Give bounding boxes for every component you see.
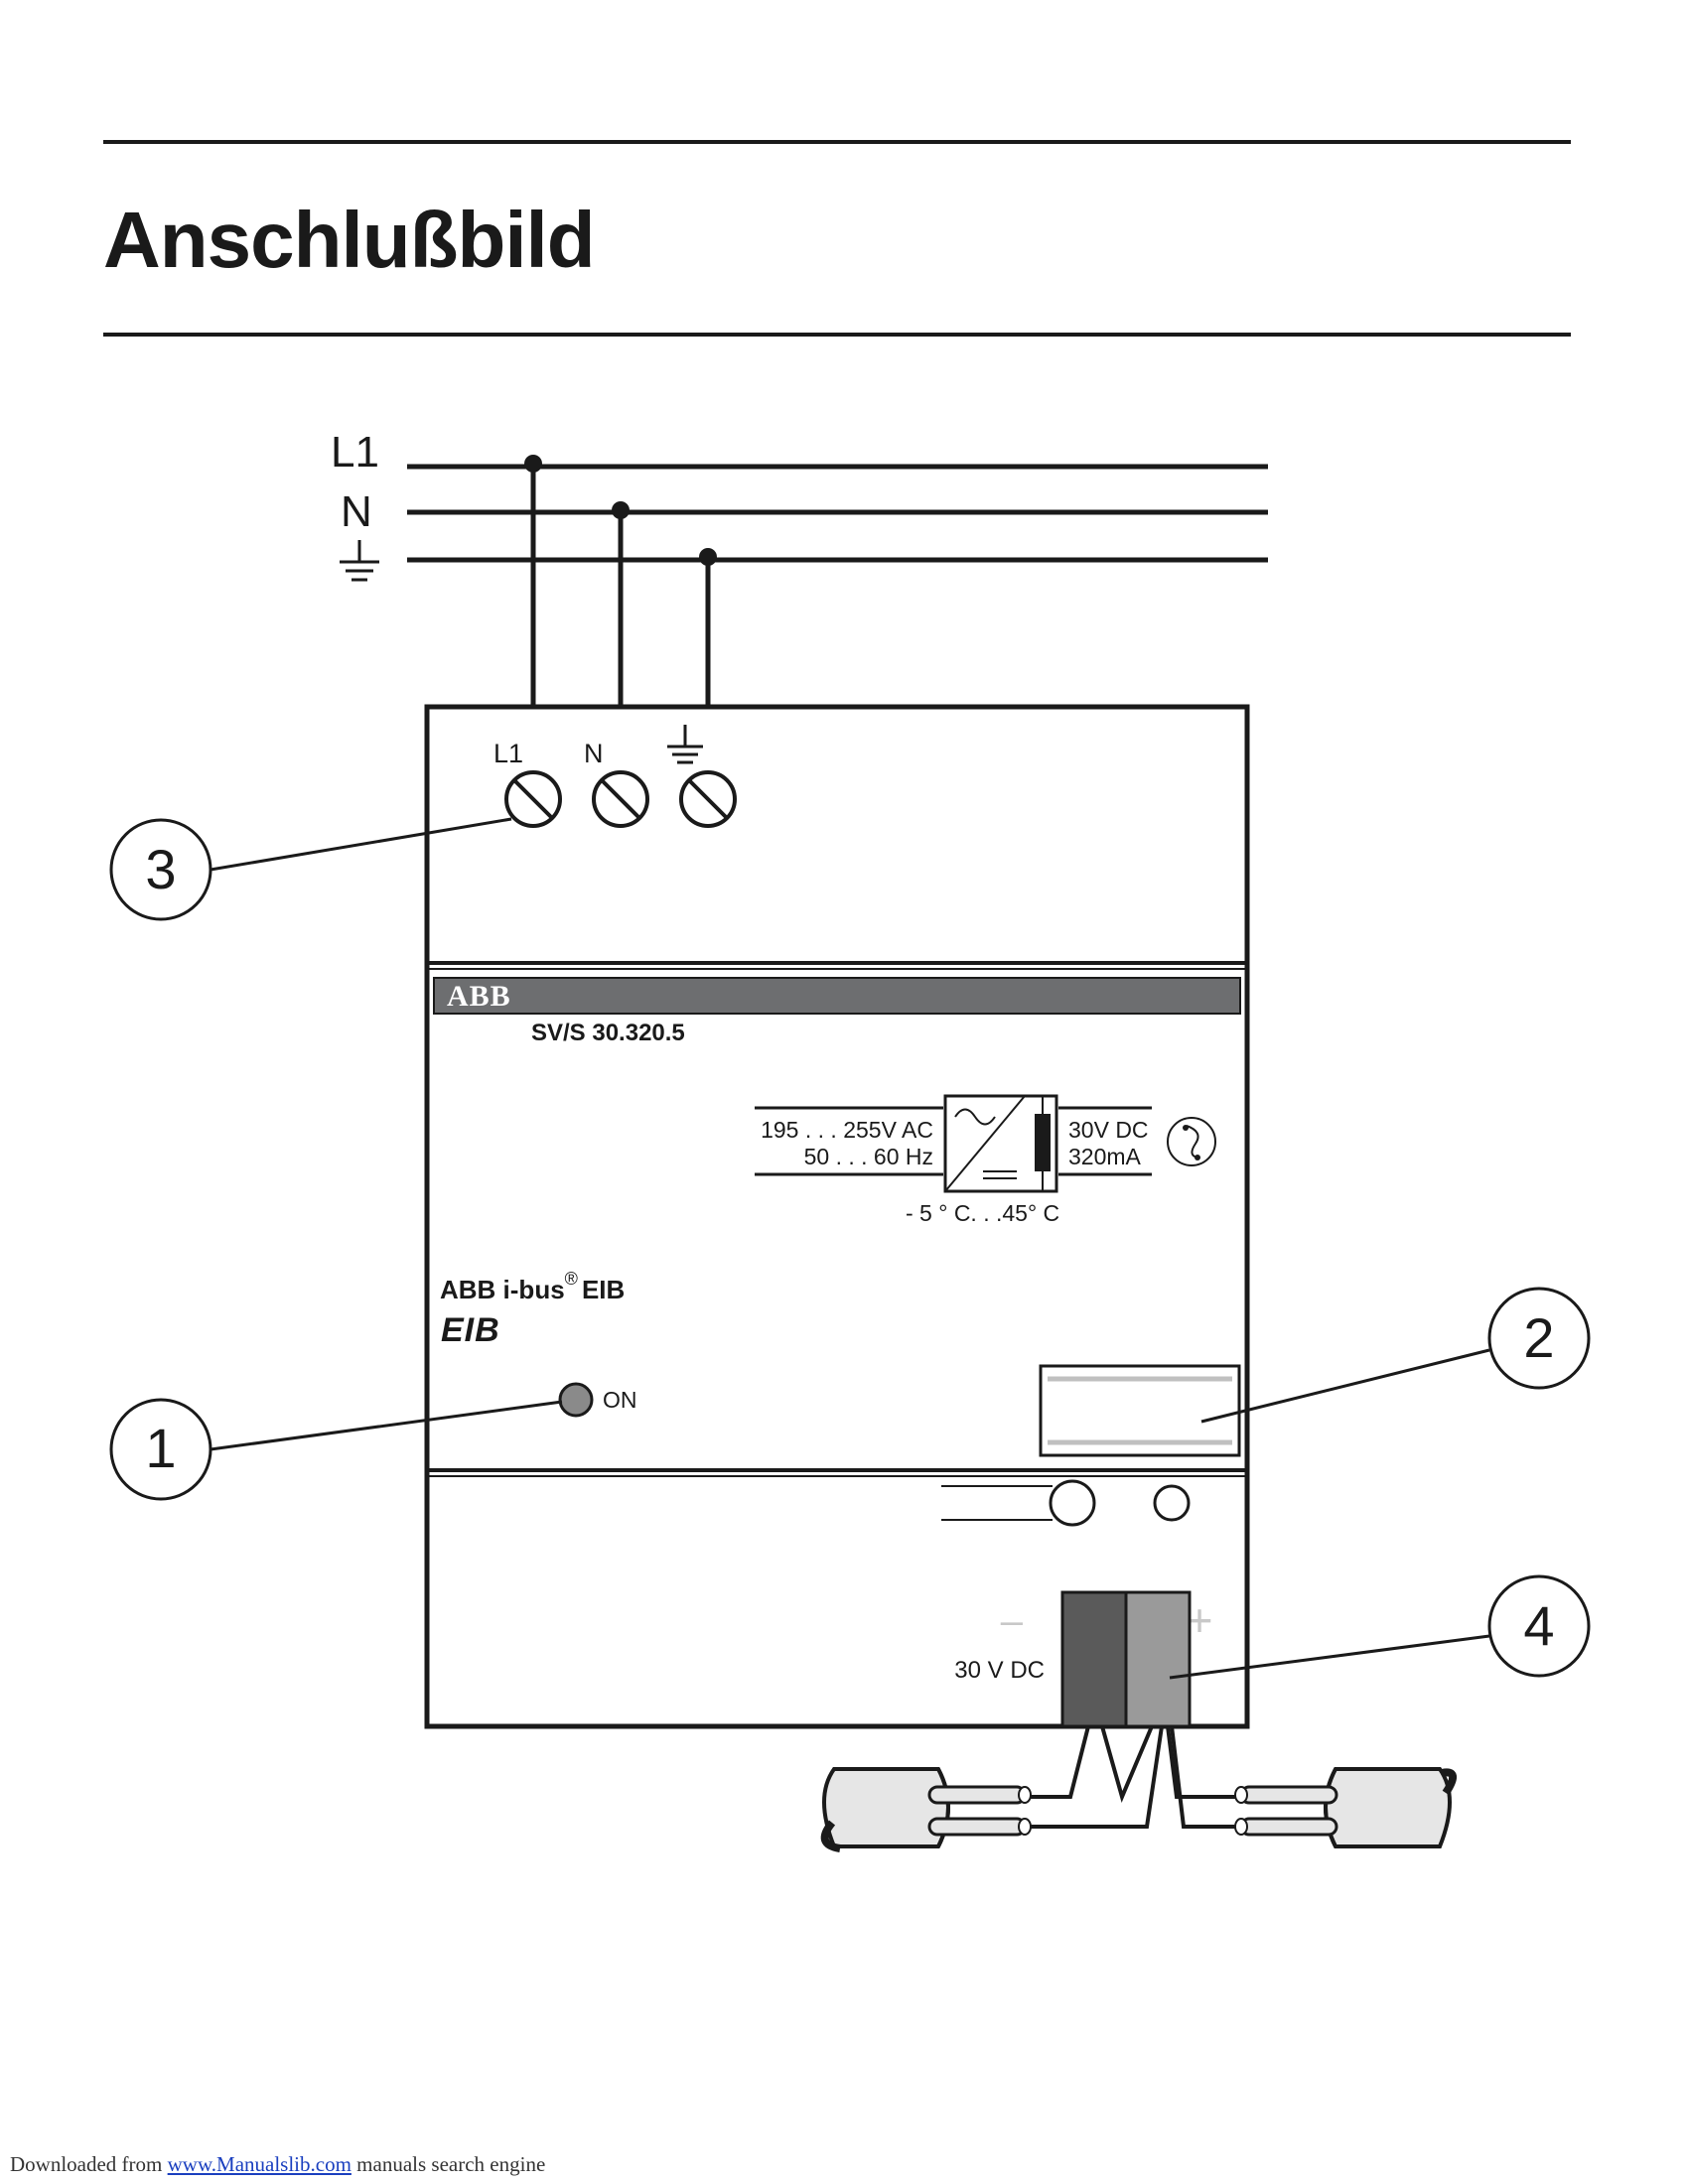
temperature-range: - 5 ° C. . .45° C bbox=[906, 1200, 1059, 1226]
screw-terminal-l1[interactable] bbox=[504, 770, 562, 828]
manualslib-link[interactable]: www.Manualslib.com bbox=[167, 2152, 352, 2176]
input-frequency: 50 . . . 60 Hz bbox=[804, 1144, 933, 1169]
reset-button[interactable] bbox=[941, 1479, 1096, 1527]
output-voltage: 30V DC bbox=[1068, 1117, 1149, 1143]
abb-logo: ABB bbox=[447, 980, 511, 1013]
model-number: SV/S 30.320.5 bbox=[531, 1020, 685, 1046]
eib-logo: EIB bbox=[441, 1311, 500, 1349]
rating-block: 195 . . . 255V AC 50 . . . 60 Hz 30V DC … bbox=[755, 1094, 1216, 1226]
short-circuit-proof-icon bbox=[1167, 1117, 1216, 1166]
screw-terminal-n[interactable] bbox=[592, 770, 649, 828]
bus-output-section: – + 30 V DC bbox=[941, 1479, 1212, 1728]
bus-name: ABB i-bus®EIB bbox=[440, 1269, 625, 1304]
callouts: 1 2 3 4 bbox=[109, 817, 1591, 1680]
dc-output-label: 30 V DC bbox=[954, 1657, 1045, 1684]
bus-cable-wires bbox=[1023, 1725, 1236, 1829]
brand-bar bbox=[433, 977, 1241, 1015]
svg-text:4: 4 bbox=[1523, 1594, 1554, 1657]
callout-1 bbox=[109, 1398, 212, 1501]
led-label: ON bbox=[603, 1387, 637, 1413]
bus-cable-right bbox=[1234, 1767, 1457, 1848]
earth-ground-icon bbox=[340, 540, 379, 582]
ac-dc-converter-icon bbox=[943, 1094, 1058, 1193]
minus-symbol: – bbox=[1001, 1599, 1024, 1643]
faceplate: ABB SV/S 30.320.5 195 . . . 255V AC 50 .… bbox=[433, 977, 1241, 1457]
svg-text:3: 3 bbox=[145, 838, 176, 900]
label-field bbox=[1039, 1364, 1241, 1457]
mains-terminal-block: L1 N bbox=[493, 725, 737, 828]
on-led-indicator bbox=[558, 1382, 594, 1418]
status-indicator-ring bbox=[1153, 1484, 1191, 1522]
line-label-n: N bbox=[341, 487, 372, 536]
top-rule bbox=[103, 140, 1571, 144]
bus-terminal-block[interactable] bbox=[1060, 1590, 1192, 1728]
svg-text:2: 2 bbox=[1523, 1306, 1554, 1369]
bus-cable-left bbox=[820, 1767, 1032, 1852]
line-label-l1: L1 bbox=[331, 428, 379, 477]
output-current: 320mA bbox=[1068, 1144, 1142, 1169]
terminal-earth-icon bbox=[667, 725, 703, 764]
page-title: Anschlußbild bbox=[103, 196, 596, 284]
bus-terminal-plus[interactable] bbox=[1124, 1590, 1192, 1728]
svg-text:1: 1 bbox=[145, 1417, 176, 1479]
terminal-label-l1: L1 bbox=[493, 739, 523, 768]
callout-2 bbox=[1487, 1287, 1591, 1390]
terminal-label-n: N bbox=[584, 739, 604, 768]
device-housing bbox=[424, 704, 1250, 1729]
callout-3 bbox=[109, 818, 212, 921]
title-rule bbox=[103, 333, 1571, 337]
callout-4 bbox=[1487, 1574, 1591, 1678]
housing-outline bbox=[424, 704, 1250, 1729]
screw-terminal-pe[interactable] bbox=[679, 770, 737, 828]
bus-terminal-minus[interactable] bbox=[1060, 1590, 1128, 1728]
input-voltage: 195 . . . 255V AC bbox=[761, 1117, 933, 1143]
download-footer: Downloaded from www.Manualslib.com manua… bbox=[10, 2152, 546, 2176]
